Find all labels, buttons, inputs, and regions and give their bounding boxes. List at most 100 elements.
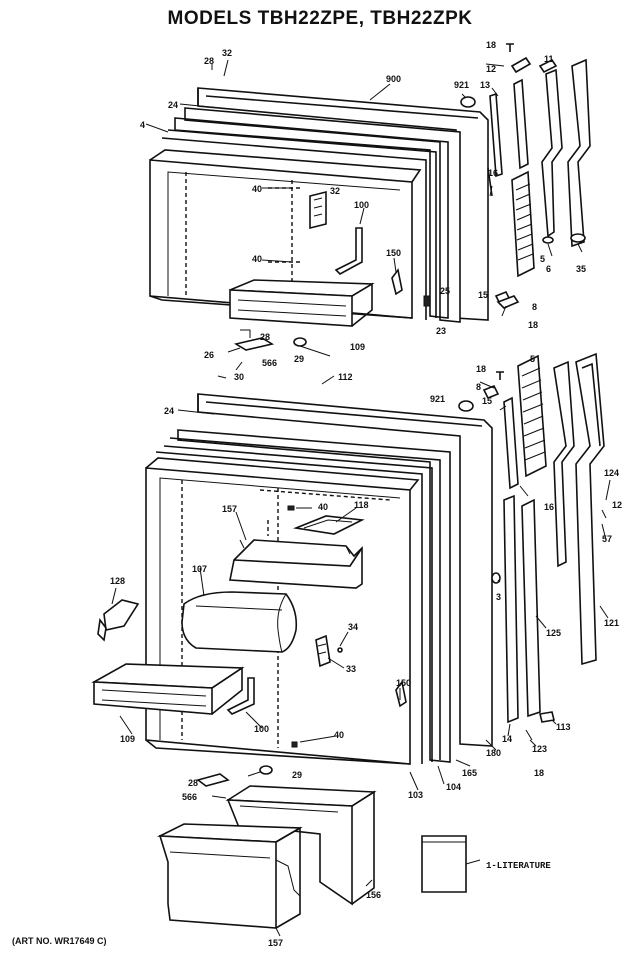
- callout-label: 8: [532, 302, 537, 312]
- callout-label: 40: [252, 184, 262, 194]
- literature-packet: [421, 835, 467, 893]
- callout-label: 100: [354, 200, 369, 210]
- freezer-door-assembly: [149, 87, 489, 351]
- latch-150b: [395, 680, 407, 708]
- callout-label: 40: [334, 730, 344, 740]
- callout-label: 28: [188, 778, 198, 788]
- callout-label: 118: [354, 500, 369, 510]
- callout-label: 107: [192, 564, 207, 574]
- callout-label: 104: [446, 782, 461, 792]
- callout-label: 100: [254, 724, 269, 734]
- bracket-32: [309, 190, 327, 230]
- callout-label: 14: [502, 734, 512, 744]
- callout-label: 157: [268, 938, 283, 948]
- callout-label: 109: [350, 342, 365, 352]
- hinge-11: [510, 56, 532, 74]
- latch-150: [391, 268, 403, 296]
- callout-label: 566: [182, 792, 197, 802]
- diagram-title: MODELS TBH22ZPE, TBH22ZPK: [167, 8, 473, 29]
- callout-label: 125: [546, 628, 561, 638]
- callout-label: 124: [604, 468, 619, 478]
- fresh-food-outer-door: [197, 393, 493, 747]
- tray-128: [103, 599, 140, 631]
- callout-label: 4: [140, 120, 145, 130]
- grille-5b: [517, 354, 547, 478]
- callout-label: 566: [262, 358, 277, 368]
- callout-label: 40: [318, 502, 328, 512]
- callout-label: 165: [462, 768, 477, 778]
- callout-label: 128: [110, 576, 125, 586]
- callout-label: 180: [486, 748, 501, 758]
- callout-label: 28: [204, 56, 214, 66]
- bracket-28b: [196, 773, 230, 787]
- fresh-food-gasket: [177, 429, 451, 763]
- callout-label: 29: [292, 770, 302, 780]
- butter-cover-107: [181, 591, 298, 653]
- callout-label: 32: [330, 186, 340, 196]
- callout-label: 33: [346, 664, 356, 674]
- callout-label: 18: [476, 364, 486, 374]
- handle-121: [575, 352, 605, 666]
- callout-label: 57: [602, 534, 612, 544]
- callout-label: 23: [436, 326, 446, 336]
- callout-label: 16: [544, 502, 554, 512]
- callout-label: 157: [222, 504, 237, 514]
- callout-label: 32: [222, 48, 232, 58]
- callout-label: 28: [260, 332, 270, 342]
- callout-label: 150: [386, 248, 401, 258]
- callout-label: 921: [430, 394, 445, 404]
- screw-18: [506, 43, 514, 52]
- callout-label: 11: [544, 54, 554, 64]
- callout-label: 6: [546, 264, 551, 274]
- handle-bar-6: [541, 68, 563, 238]
- strip-125: [521, 498, 541, 718]
- strip-15b: [503, 396, 519, 490]
- callout-label: 8: [476, 382, 481, 392]
- freezer-hinge-hardware: [460, 43, 591, 309]
- strip-13: [489, 92, 503, 178]
- callout-label: 40: [252, 254, 262, 264]
- strip-14: [503, 494, 519, 724]
- part-23: [423, 295, 431, 307]
- callout-label: 123: [532, 744, 547, 754]
- callout-label: 25: [440, 286, 450, 296]
- bracket-33: [315, 634, 331, 668]
- callout-label: 30: [234, 372, 244, 382]
- callout-label: 18: [534, 768, 544, 778]
- callout-label: 900: [386, 74, 401, 84]
- callout-label: 12: [612, 500, 622, 510]
- callout-label: 15: [478, 290, 488, 300]
- callout-label: 112: [338, 372, 353, 382]
- fresh-food-door-assembly: [91, 393, 493, 765]
- callout-label: 13: [480, 80, 490, 90]
- cap-921b: [458, 400, 474, 412]
- callout-label: 18: [528, 320, 538, 330]
- callout-label: 24: [168, 100, 178, 110]
- shelf-support-100: [334, 227, 363, 275]
- callout-label: 150: [396, 678, 411, 688]
- callout-labels: 28 32 900 921 18 11 12 13 24 4 40 32 100…: [110, 40, 622, 948]
- callout-label: 35: [576, 264, 586, 274]
- shelf-118: [293, 515, 365, 535]
- freezer-gasket: [184, 107, 461, 323]
- callout-label: 921: [454, 80, 469, 90]
- plug-29: [293, 337, 307, 347]
- fresh-food-hinge-hardware: [458, 352, 607, 741]
- screw-34: [337, 647, 343, 653]
- callout-label: 18: [486, 40, 496, 50]
- literature-label: 1-LITERATURE: [486, 861, 551, 871]
- channel-12: [513, 78, 529, 170]
- callout-label: 3: [496, 592, 501, 602]
- clip-40: [287, 505, 295, 511]
- callout-label: 5: [540, 254, 545, 264]
- handle-35: [567, 58, 591, 248]
- leader-lines: [111, 59, 611, 937]
- shelf-support-100b: [226, 677, 255, 715]
- callout-label: 156: [366, 890, 381, 900]
- bracket-26: [233, 337, 275, 351]
- callout-label: 121: [604, 618, 619, 628]
- cap-921: [460, 96, 476, 108]
- plug-113: [539, 711, 555, 723]
- callout-label: 109: [120, 734, 135, 744]
